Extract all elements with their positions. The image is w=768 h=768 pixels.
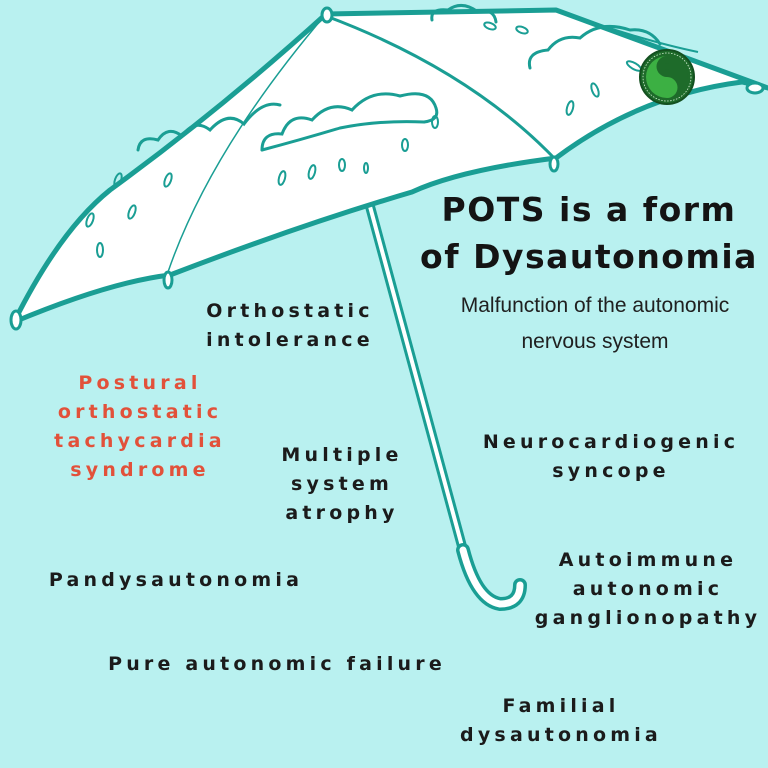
label-pandysautonomia: Pandysautonomia	[42, 566, 310, 595]
label-line: tachycardia	[54, 430, 226, 452]
label-line: Pure autonomic failure	[108, 653, 446, 675]
label-line: syndrome	[70, 459, 210, 481]
subtitle-line: nervous system	[521, 330, 669, 353]
label-line: Pandysautonomia	[48, 569, 304, 591]
label-line: Multiple	[281, 444, 403, 466]
label-autoimmune-autonomic-ganglionopathy: Autoimmune autonomic ganglionopathy	[528, 546, 768, 633]
label-line: autonomic	[572, 578, 724, 600]
label-multiple-system-atrophy: Multiple system atrophy	[268, 441, 416, 528]
label-line: Orthostatic	[206, 300, 374, 322]
label-line: Familial	[502, 695, 620, 717]
yin-yang-icon	[639, 49, 695, 105]
title-line: of Dysautonomia	[420, 237, 758, 276]
page-title: POTS is a form of Dysautonomia	[410, 186, 768, 280]
label-orthostatic-intolerance: Orthostatic intolerance	[192, 297, 388, 355]
label-line: ganglionopathy	[534, 607, 762, 629]
label-line: Neurocardiogenic	[482, 431, 740, 453]
label-pots: Postural orthostatic tachycardia syndrom…	[45, 369, 235, 485]
label-line: intolerance	[206, 329, 374, 351]
label-line: Postural	[78, 372, 202, 394]
umbrella-shaft	[360, 183, 527, 612]
label-line: system	[291, 473, 393, 495]
label-line: dysautonomia	[460, 724, 662, 746]
label-familial-dysautonomia: Familial dysautonomia	[452, 692, 670, 750]
label-line: atrophy	[285, 502, 399, 524]
label-pure-autonomic-failure: Pure autonomic failure	[96, 650, 458, 679]
label-neurocardiogenic-syncope: Neurocardiogenic syncope	[476, 428, 746, 486]
title-line: POTS is a form	[441, 190, 737, 229]
label-line: Autoimmune	[558, 549, 738, 571]
label-line: orthostatic	[57, 401, 223, 423]
page-subtitle: Malfunction of the autonomic nervous sys…	[420, 288, 768, 360]
subtitle-line: Malfunction of the autonomic	[460, 294, 730, 317]
cloud-icons	[136, 4, 662, 152]
umbrella-canopy	[9, 4, 768, 331]
label-line: syncope	[552, 460, 670, 482]
